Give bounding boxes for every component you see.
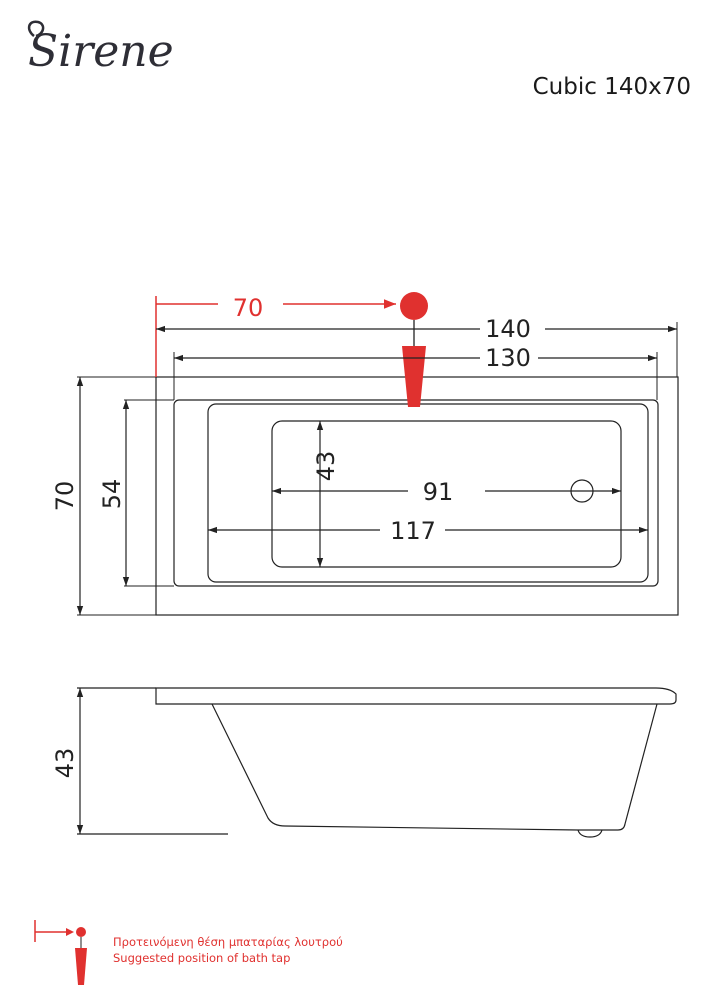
logo-swirl (27, 20, 45, 38)
brand-logo: Sirene (27, 20, 174, 77)
extension-lines (77, 322, 678, 616)
legend-text-english: Suggested position of bath tap (113, 951, 290, 965)
dim-overall-length-label: 140 (485, 315, 531, 343)
side-view (77, 687, 677, 838)
tap-handle (400, 292, 428, 320)
bath-tap-icon (34, 920, 87, 985)
tap-spout (402, 346, 426, 407)
dim-bottom-length-label: 117 (390, 517, 436, 545)
tap-offset-dimension: 70 (155, 294, 396, 377)
side-drain-foot (577, 829, 603, 838)
legend-text-greek: Προτεινόμενη θέση μπαταρίας λουτρού (113, 935, 343, 949)
tub-outer-rim (155, 376, 679, 616)
tub-bathing-area (207, 403, 649, 583)
top-view (155, 376, 679, 616)
model-title: Cubic 140x70 (533, 74, 691, 100)
brand-name: Sirene (28, 26, 174, 77)
bath-tap-icon (400, 292, 428, 407)
legend: Προτεινόμενη θέση μπαταρίας λουτρού Sugg… (34, 920, 343, 985)
tub-inner-rim (173, 399, 659, 587)
dim-inner-length-label: 130 (485, 344, 531, 372)
side-rim (155, 687, 677, 705)
dim-height-label: 43 (51, 748, 79, 779)
dim-basin-length-label: 91 (423, 478, 454, 506)
dim-tap-offset: 70 (233, 294, 264, 322)
side-body (211, 703, 658, 831)
dim-inner-width-label: 54 (98, 479, 126, 510)
dim-basin-width-label: 43 (312, 451, 340, 482)
dim-overall-width-label: 70 (51, 481, 79, 512)
